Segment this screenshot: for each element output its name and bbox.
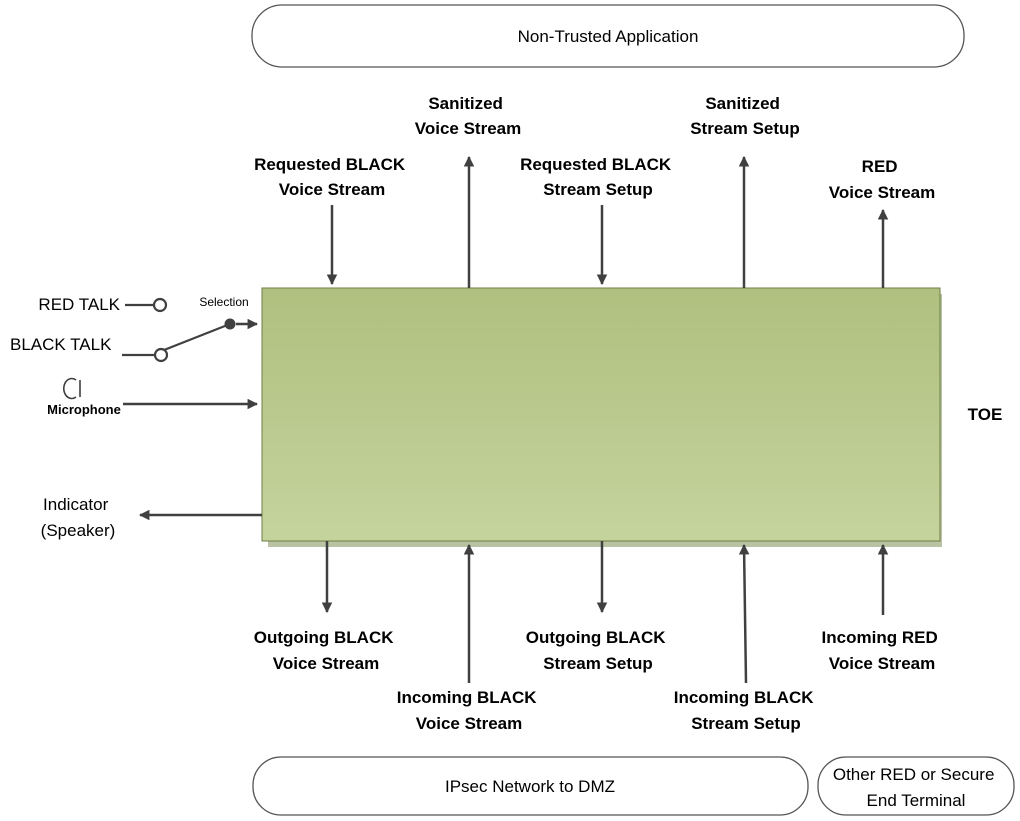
indicator-speaker-label: Indicator (Speaker): [41, 495, 116, 540]
requested-black-voice-stream-label: Requested BLACK Voice Stream: [254, 155, 410, 199]
non-trusted-application-box: Non-Trusted Application: [251, 4, 965, 68]
non-trusted-application-label: Non-Trusted Application: [518, 27, 699, 46]
black-talk-terminal: [153, 347, 169, 363]
toe-block: [261, 287, 941, 542]
ipsec-network-label: IPsec Network to DMZ: [445, 777, 615, 796]
red-talk-label: RED TALK: [38, 295, 120, 314]
secure-end-terminal-label: Other RED or Secure End Terminal: [833, 765, 999, 810]
outgoing-black-stream-setup-label: Outgoing BLACK Stream Setup: [526, 628, 670, 673]
microphone-label: Microphone: [47, 402, 121, 417]
selection-switch-arm: [163, 322, 231, 352]
sanitized-voice-stream-label: Sanitized Voice Stream: [415, 94, 521, 138]
red-talk-terminal: [152, 297, 168, 313]
ipsec-network-box: IPsec Network to DMZ: [252, 756, 809, 816]
incoming-black-stream-setup-label: Incoming BLACK Stream Setup: [674, 688, 819, 733]
outgoing-black-voice-stream-label: Outgoing BLACK Voice Stream: [254, 628, 398, 673]
requested-black-stream-setup-label: Requested BLACK Stream Setup: [520, 155, 676, 199]
toe-label: TOE: [968, 405, 1003, 424]
microphone-icon: [63, 377, 81, 400]
secure-end-terminal-box: Other RED or Secure End Terminal: [817, 756, 1015, 816]
black-talk-label: BLACK TALK: [10, 335, 112, 354]
sanitized-stream-setup-label: Sanitized Stream Setup: [690, 94, 800, 138]
incoming-black-stream-setup-arrow: [738, 543, 750, 684]
incoming-black-voice-stream-label: Incoming BLACK Voice Stream: [397, 688, 542, 733]
red-voice-stream-label: RED Voice Stream: [829, 157, 935, 202]
selection-label: Selection: [199, 295, 248, 309]
incoming-red-voice-stream-label: Incoming RED Voice Stream: [822, 628, 943, 673]
